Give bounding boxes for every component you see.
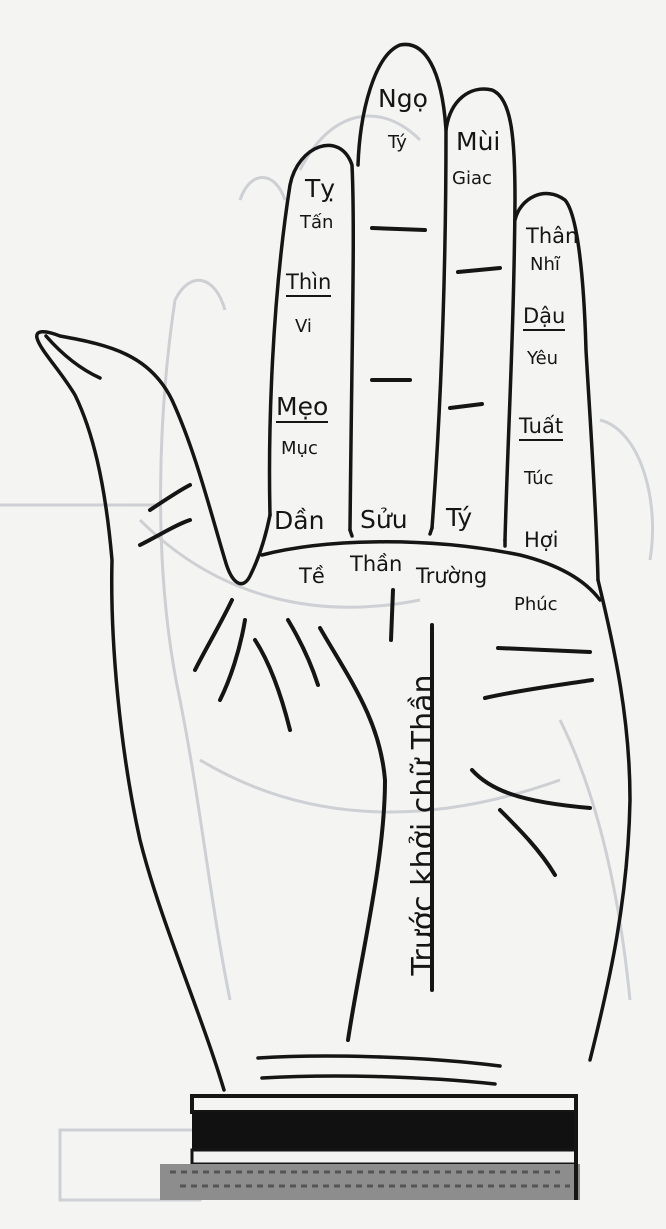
- index-mid-label: Thìn: [286, 272, 331, 297]
- little-top-label: Thân: [526, 226, 578, 247]
- palm-arc-far-right: Phúc: [514, 596, 558, 614]
- little-seg1-caption: Nhĩ: [530, 256, 560, 274]
- ring-top-caption: Giac: [452, 170, 492, 188]
- palm-arc-left: Tề: [299, 566, 325, 587]
- index-seg3-caption: Mục: [281, 440, 318, 458]
- middle-top-label: Ngọ: [378, 86, 428, 111]
- index-top-label: Tỵ: [305, 176, 335, 201]
- little-base-label: Hợi: [524, 530, 558, 551]
- middle-base-label: Sửu: [360, 507, 408, 532]
- middle-top-caption: Tý: [388, 134, 407, 152]
- palm-arc-center: Thần: [350, 554, 402, 575]
- index-seg1-caption: Tấn: [300, 214, 333, 232]
- wristband: [160, 1096, 580, 1200]
- little-seg3-caption: Túc: [524, 470, 554, 488]
- index-seg2-caption: Vi: [295, 318, 312, 336]
- palm-arc-right: Trường: [416, 566, 487, 587]
- palm-vertical-text: Trước khởi chữ Thần: [409, 674, 439, 975]
- index-low-label: Mẹo: [276, 394, 328, 423]
- little-seg2-caption: Yêu: [527, 350, 558, 368]
- index-base-label: Dần: [274, 508, 324, 533]
- little-low-label: Tuất: [519, 416, 563, 441]
- little-mid-label: Dậu: [523, 306, 565, 331]
- ring-top-label: Mùi: [456, 129, 500, 154]
- ring-base-label: Tý: [446, 505, 472, 530]
